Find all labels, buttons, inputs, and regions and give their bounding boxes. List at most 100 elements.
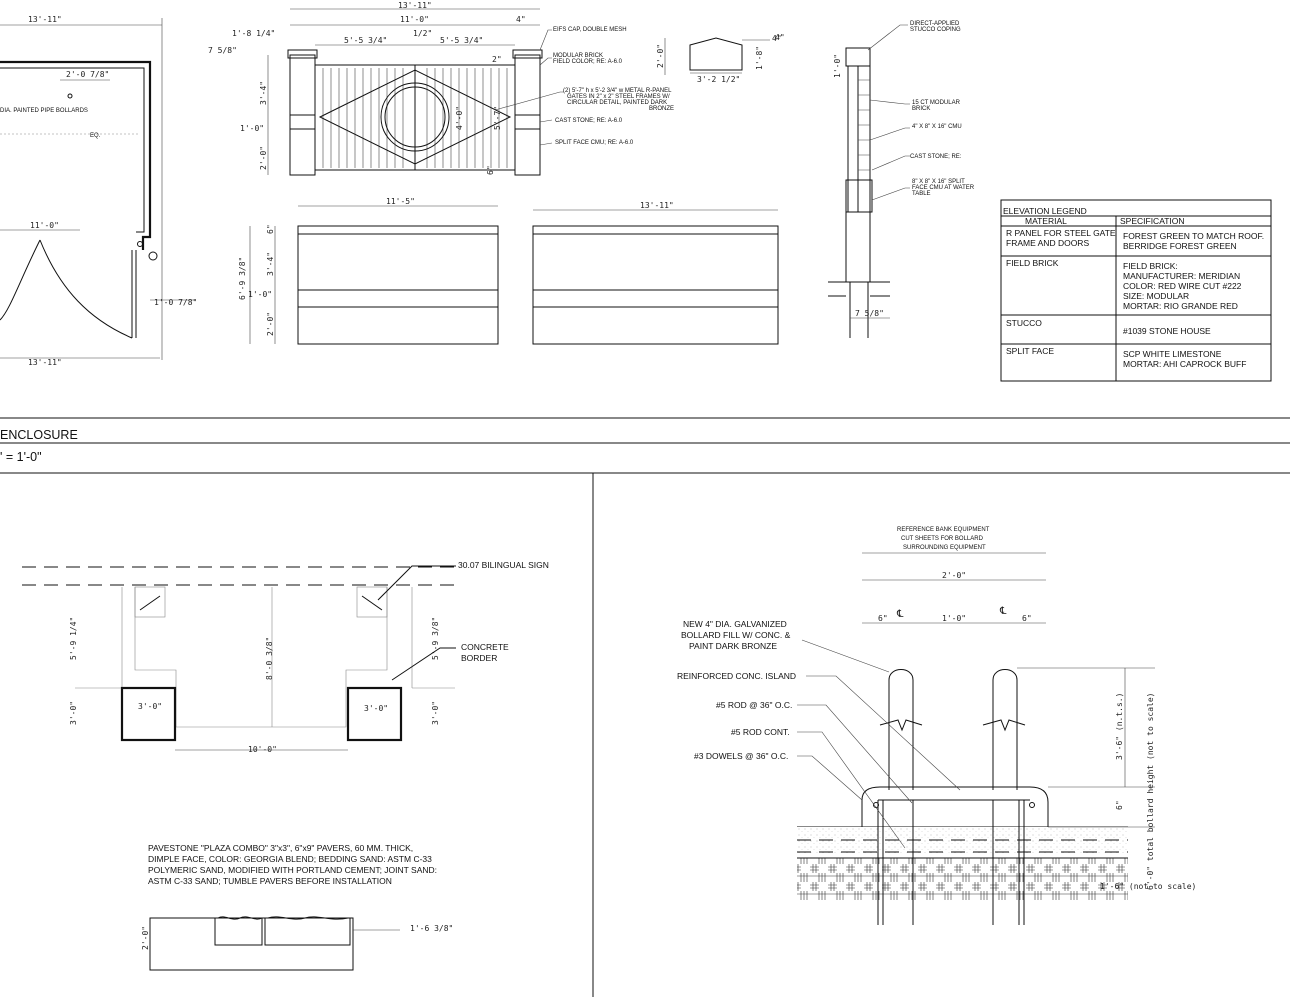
sign-label: 30.07 BILINGUAL SIGN — [458, 560, 549, 570]
legend-spec: MORTAR: AHI CAPROCK BUFF — [1123, 359, 1246, 369]
gate-dim-left: 1'-8 1/4" — [232, 29, 275, 38]
side-dim-stone: 1'-0" — [248, 290, 272, 299]
legend-material: R PANEL FOR STEEL GATE — [1006, 228, 1116, 238]
bollard-note-2: REINFORCED CONC. ISLAND — [677, 671, 796, 681]
paver-note-4: ASTM C-33 SAND; TUMBLE PAVERS BEFORE INS… — [148, 876, 392, 886]
bollard-dim-6l: 6" — [878, 614, 888, 623]
side-elevation-right: 13'-11" — [532, 201, 779, 345]
side-elevation-left: 11'-5" 6'-9 3/8" 6" 3'-4" 1'-0" 2'-0" — [238, 197, 499, 345]
side-left-dim-w: 11'-5" — [386, 197, 415, 206]
curb-dim-h: 2'-0" — [141, 926, 150, 950]
enclosure-plan: 13'-11" 2'-0 7/8" DIA. PAINTED PIPE BOLL… — [0, 15, 197, 367]
border-label-2: BORDER — [461, 653, 497, 663]
side-dim-total-h: 6'-9 3/8" — [238, 257, 247, 300]
plan-bollard-note: DIA. PAINTED PIPE BOLLARDS — [0, 108, 88, 114]
plan-dim-gate: 11'-0" — [30, 221, 59, 230]
plan-dim-bottom: 13'-11" — [28, 358, 62, 367]
legend-spec: MORTAR: RIO GRANDE RED — [1123, 301, 1238, 311]
gate-dim-v1: 3'-4" — [259, 81, 268, 105]
gate-dim-panel2: 5'-7" — [493, 106, 502, 130]
sheet-scale: ' = 1'-0" — [0, 450, 42, 464]
curb-dim-w: 1'-6 3/8" — [410, 924, 453, 933]
gate-dim-center: 1/2" — [413, 29, 432, 38]
legend-spec: BERRIDGE FOREST GREEN — [1123, 241, 1237, 251]
side-dim-6: 6" — [266, 224, 275, 234]
legend-col-material: MATERIAL — [1025, 216, 1067, 226]
side-dim-cmu: 2'-0" — [266, 312, 275, 336]
legend-spec: MANUFACTURER: MERIDIAN — [1123, 271, 1240, 281]
gate-dim-left2: 7 5/8" — [208, 46, 237, 55]
gate-dim-v3: 2'-0" — [259, 146, 268, 170]
legend-material: SPLIT FACE — [1006, 346, 1054, 356]
gate-dim-top: 13'-11" — [398, 1, 432, 10]
legend-spec: SCP WHITE LIMESTONE — [1123, 349, 1222, 359]
bollard-ref-3: SURROUNDING EQUIPMENT — [903, 545, 986, 551]
gate-dim-half-r: 5'-5 3/4" — [440, 36, 483, 45]
bollard-dim-6r: 6" — [1022, 614, 1032, 623]
section-note-stone: CAST STONE; RE: — [910, 154, 962, 160]
paver-note-3: POLYMERIC SAND, MODIFIED WITH PORTLAND C… — [148, 865, 437, 875]
sign-plan: 10'-0" 5'-9 1/4" 5'-9 3/8" 8'-0 3/8" 3'-… — [22, 560, 549, 754]
title-bar: ENCLOSURE ' = 1'-0" — [0, 417, 1290, 997]
bollard-dim-height: 3'-6" (n.t.s.) — [1115, 693, 1124, 760]
paver-note-1: PAVESTONE "PLAZA COMBO" 3"x3", 6"x9" PAV… — [148, 843, 413, 853]
sign-dim-l3: 3'-0" — [69, 701, 78, 725]
gate-pickets — [322, 68, 508, 168]
side-right-dim-w: 13'-11" — [640, 201, 674, 210]
sign-dim-bottom: 10'-0" — [248, 745, 277, 754]
bollard-dim-embed: 1'-6" (not to scale) — [1100, 882, 1196, 891]
side-dim-brick: 3'-4" — [266, 252, 275, 276]
legend-spec: FIELD BRICK: — [1123, 261, 1178, 271]
legend-material: FIELD BRICK — [1006, 258, 1059, 268]
bollard-ref-2: CUT SHEETS FOR BOLLARD — [901, 536, 984, 542]
gate-note-cmu: SPLIT FACE CMU; RE: A-6.0 — [555, 140, 634, 146]
bollard-dim-total: 2'-0" — [942, 571, 966, 580]
legend-spec: COLOR: RED WIRE CUT #222 — [1123, 281, 1242, 291]
bollard-cl-r: ℄ — [999, 606, 1007, 617]
bollard-detail: REFERENCE BANK EQUIPMENT CUT SHEETS FOR … — [677, 527, 1196, 925]
sign-dim-left: 5'-9 1/4" — [69, 617, 78, 660]
sign-dim-sq-r: 3'-0" — [364, 704, 388, 713]
legend-spec: #1039 STONE HOUSE — [1123, 326, 1211, 336]
gate-dim-6: 6" — [486, 165, 495, 175]
legend-title: ELEVATION LEGEND — [1003, 206, 1087, 216]
cap-dim-w: 3'-2 1/2" — [697, 75, 740, 84]
bollard-ref-1: REFERENCE BANK EQUIPMENT — [897, 527, 990, 533]
plan-dim-side: 1'-0 7/8" — [154, 298, 197, 307]
bollard-note-4: #5 ROD CONT. — [731, 727, 790, 737]
bollard-note-1c: PAINT DARK BRONZE — [689, 641, 777, 651]
paver-note: PAVESTONE "PLAZA COMBO" 3"x3", 6"x9" PAV… — [148, 843, 437, 886]
elevation-legend: ELEVATION LEGEND MATERIAL SPECIFICATION … — [1000, 199, 1272, 382]
legend-material: STUCCO — [1006, 318, 1042, 328]
border-label: CONCRETE — [461, 642, 509, 652]
sign-dim-center: 8'-0 3/8" — [265, 637, 274, 680]
gate-elevation: 13'-11" 11'-0" 1'-8 1/4" 7 5/8" 5'-5 3/4… — [208, 1, 674, 176]
bollard-dim-total-h: 6'-0" total bollard height (not to scale… — [1146, 693, 1155, 890]
cap-dim-h: 2'-0" — [656, 44, 665, 68]
bollard-note-3: #5 ROD @ 36" O.C. — [716, 700, 792, 710]
cap-dim-4: 4" — [772, 34, 782, 43]
gate-note-cap: EIFS CAP, DOUBLE MESH — [553, 27, 627, 33]
sign-dim-r3: 3'-0" — [431, 701, 440, 725]
section-note-cmu: 4" X 8" X 16" CMU — [912, 124, 962, 130]
gate-dim-4: 4" — [516, 15, 526, 24]
legend-spec: SIZE: MODULAR — [1123, 291, 1189, 301]
bollard-note-1b: BOLLARD FILL W/ CONC. & — [681, 630, 791, 640]
legend-material: FRAME AND DOORS — [1006, 238, 1089, 248]
cap-detail: 3'-2 1/2" 2'-0" 1'-8" 4" — [656, 34, 782, 84]
plan-eq: EQ. — [90, 133, 101, 139]
legend-spec: FOREST GREEN TO MATCH ROOF. — [1123, 231, 1264, 241]
section-dim-4: 4" — [775, 33, 785, 42]
gate-dim-panel: 4'-0" — [455, 106, 464, 130]
sheet-title: ENCLOSURE — [0, 428, 78, 442]
bollard-dim-6: 6" — [1115, 800, 1124, 810]
plan-dim-inner: 2'-0 7/8" — [66, 70, 109, 79]
section-dim-bottom: 7 5/8" — [855, 309, 884, 318]
paver-note-2: DIMPLE FACE, COLOR: GEORGIA BLEND; BEDDI… — [148, 854, 432, 864]
gate-dim-v2: 1'-0" — [240, 124, 264, 133]
